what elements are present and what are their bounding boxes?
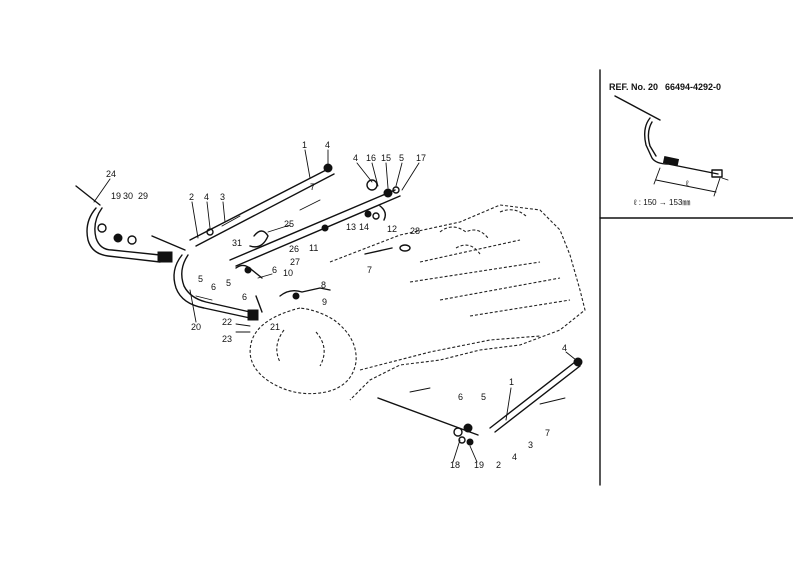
callout: 11 bbox=[309, 243, 318, 253]
callout: 5 bbox=[481, 392, 486, 402]
callout: 1 bbox=[302, 140, 307, 150]
part-number: 66494-4292-0 bbox=[665, 82, 721, 92]
callout: 7 bbox=[310, 182, 315, 192]
callout: 19 bbox=[111, 191, 121, 201]
inset-header: REF. No. 20 66494-4292-0 bbox=[609, 82, 721, 92]
ref-label: REF. No. 20 bbox=[609, 82, 658, 92]
callout: 4 bbox=[325, 140, 330, 150]
callout: 7 bbox=[367, 265, 372, 275]
callout: 28 bbox=[410, 226, 420, 236]
callout: 27 bbox=[290, 257, 300, 267]
pedal-assembly-left bbox=[75, 185, 173, 263]
callout: 30 bbox=[123, 191, 133, 201]
callout: 24 bbox=[106, 169, 116, 179]
callout: 6 bbox=[272, 265, 277, 275]
callout: 16 bbox=[366, 153, 376, 163]
callout: 4 bbox=[562, 343, 567, 353]
callout: 13 bbox=[346, 222, 356, 232]
callout: 2 bbox=[189, 192, 194, 202]
callout: 9 bbox=[322, 297, 327, 307]
callout: 1 bbox=[509, 377, 514, 387]
callout: 3 bbox=[528, 440, 533, 450]
engine-outline bbox=[249, 204, 586, 401]
inset-pedal-detail: ℓ ℓ : 150 → 153㎜ bbox=[614, 95, 729, 207]
callout: 26 bbox=[289, 244, 299, 254]
callout: 31 bbox=[232, 238, 242, 248]
callout: 8 bbox=[321, 280, 326, 290]
callout: 18 bbox=[450, 460, 460, 470]
cable-runs bbox=[189, 163, 583, 446]
callout: 22 bbox=[222, 317, 232, 327]
callout: 25 bbox=[284, 219, 294, 229]
callout: 17 bbox=[416, 153, 426, 163]
callout: 3 bbox=[220, 192, 225, 202]
callout: 19 bbox=[474, 460, 484, 470]
callout: 7 bbox=[545, 428, 550, 438]
dimension-symbol: ℓ bbox=[685, 179, 689, 188]
callout: 6 bbox=[242, 292, 247, 302]
callout: 20 bbox=[191, 322, 201, 332]
callouts: 1 4 4 16 15 5 17 24 19 30 29 2 4 3 7 25 … bbox=[106, 140, 567, 470]
inset-frame bbox=[599, 69, 793, 486]
callout: 15 bbox=[381, 153, 391, 163]
callout: 29 bbox=[138, 191, 148, 201]
callout: 4 bbox=[204, 192, 209, 202]
callout: 5 bbox=[399, 153, 404, 163]
pedal-assembly-center bbox=[151, 235, 259, 321]
callout: 2 bbox=[496, 460, 501, 470]
callout: 5 bbox=[226, 278, 231, 288]
callout: 6 bbox=[458, 392, 463, 402]
callout: 14 bbox=[359, 222, 369, 232]
callout: 12 bbox=[387, 224, 397, 234]
callout: 4 bbox=[512, 452, 517, 462]
leader-lines bbox=[93, 149, 577, 463]
callout: 5 bbox=[198, 274, 203, 284]
callout: 4 bbox=[353, 153, 358, 163]
dimension-note: ℓ : 150 → 153㎜ bbox=[633, 198, 690, 207]
callout: 21 bbox=[270, 322, 280, 332]
callout: 10 bbox=[283, 268, 293, 278]
callout: 6 bbox=[211, 282, 216, 292]
callout: 23 bbox=[222, 334, 232, 344]
